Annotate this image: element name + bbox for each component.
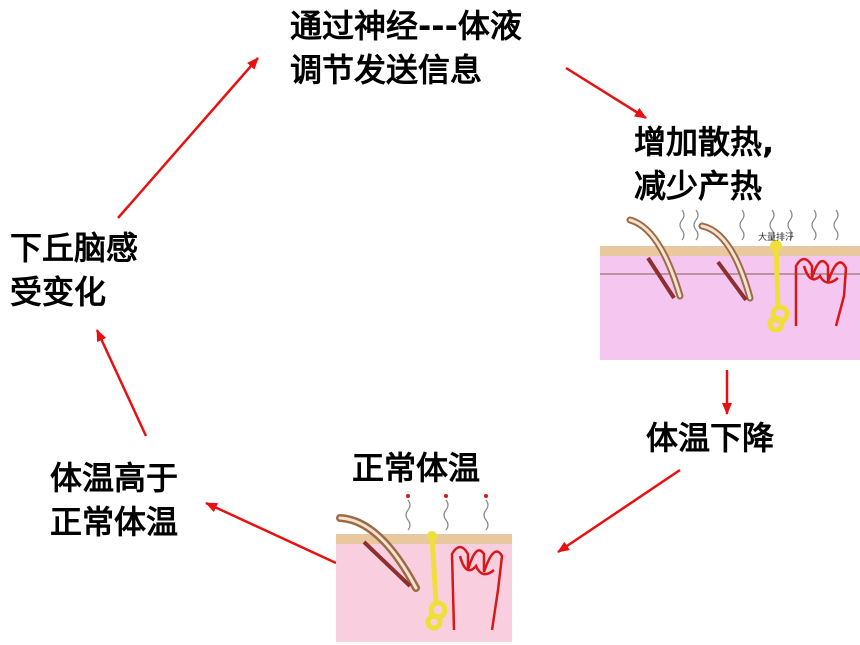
node-temp-drop-line1: 体温下降 — [646, 419, 775, 457]
node-normal-temp-line1: 正常体温 — [352, 449, 481, 487]
hair-follicle-2 — [698, 222, 754, 302]
heat-waves — [405, 499, 489, 531]
arrow-normal-to-temphigh — [205, 501, 337, 565]
hair-follicle — [336, 514, 420, 592]
arrow-temphigh-to-hypothalamus — [95, 329, 148, 437]
dermis-layer — [600, 254, 860, 360]
node-signal: 通过神经---体液 调节发送信息 — [290, 4, 522, 92]
node-temp-high-line1: 体温高于 — [50, 459, 179, 497]
heat-wave-tips — [406, 494, 488, 498]
hair-follicle-1 — [626, 216, 684, 300]
blood-vessels — [450, 545, 504, 631]
node-heat-loss: 增加散热, 减少产热 — [634, 120, 774, 208]
epidermis-layer — [336, 534, 512, 544]
skin-sweating-image: 大量排汗 — [600, 206, 860, 360]
node-heat-loss-line2: 减少产热 — [634, 167, 763, 205]
arrow-signal-to-heatloss — [565, 66, 647, 120]
sweating-caption: 大量排汗 — [758, 231, 794, 243]
node-signal-line2: 调节发送信息 — [290, 51, 483, 89]
node-hypothalamus-line2: 受变化 — [10, 273, 107, 311]
node-hypothalamus: 下丘脑感 受变化 — [10, 226, 138, 314]
node-normal-temp: 正常体温 — [352, 446, 480, 490]
node-signal-line1: 通过神经---体液 — [290, 7, 522, 45]
sweat-droplet — [770, 240, 782, 252]
skin-normal-image — [336, 490, 512, 642]
node-temp-drop: 体温下降 — [646, 416, 774, 460]
dermis-layer — [336, 542, 512, 642]
sweat-gland — [767, 245, 790, 333]
sweat-pore — [427, 531, 437, 541]
sweat-gland — [425, 535, 448, 631]
blood-vessels — [794, 257, 848, 327]
heat-waves — [679, 209, 839, 241]
node-heat-loss-line1: 增加散热, — [634, 123, 775, 161]
node-temp-high-line2: 正常体温 — [50, 503, 179, 541]
arrow-hypothalamus-to-signal — [117, 57, 259, 219]
arrow-tempdrop-to-normal — [557, 468, 681, 554]
node-hypothalamus-line1: 下丘脑感 — [10, 229, 139, 267]
node-temp-high: 体温高于 正常体温 — [50, 456, 178, 544]
